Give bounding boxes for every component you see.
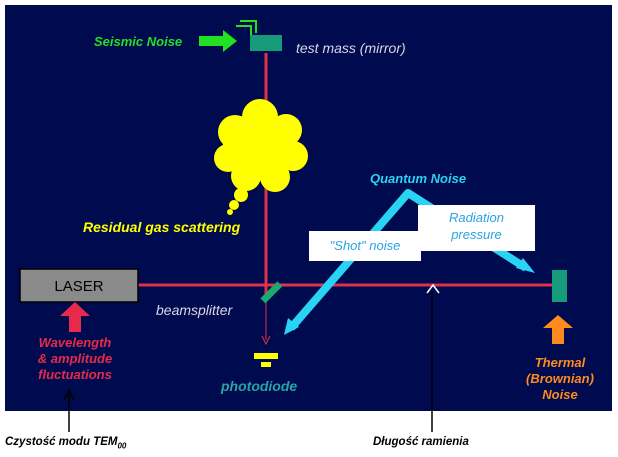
thermal-label-line3: Noise [542, 387, 577, 402]
radiation-pressure-line2: pressure [451, 227, 502, 242]
end-test-mass [552, 270, 567, 302]
beamsplitter-plate [260, 281, 283, 304]
photodiode-icon [254, 353, 278, 367]
diagram-panel: Seismic Noise test mass (mirror) Residua… [5, 5, 612, 411]
residual-gas-label: Residual gas scattering [83, 219, 241, 235]
radiation-pressure-line1: Radiation [449, 210, 504, 225]
tem-mode-caption-text: Czystość modu TEM [5, 436, 118, 448]
beamsplitter-label: beamsplitter [156, 302, 234, 318]
photodiode-beam-arrowhead [261, 335, 271, 346]
thermal-label-line1: Thermal [535, 355, 586, 370]
quantum-noise-label: Quantum Noise [370, 171, 466, 186]
tem-mode-subscript: 00 [117, 441, 127, 451]
wavelength-arrow-icon [60, 302, 90, 332]
wavelength-label-line1: Wavelength [39, 335, 112, 350]
seismic-arrow-icon [199, 20, 257, 52]
wavelength-label-line3: fluctuations [38, 367, 112, 382]
thermal-label-line2: (Brownian) [526, 371, 594, 386]
laser-box [19, 268, 139, 303]
arm-length-caption-text: Długość ramienia [373, 436, 469, 448]
test-mass-label: test mass (mirror) [296, 40, 406, 56]
gas-cloud-icon [214, 99, 308, 215]
arm-direction-arrow [426, 283, 440, 294]
seismic-noise-label: Seismic Noise [94, 34, 182, 49]
wavelength-label-line2: & amplitude [38, 351, 112, 366]
test-mass-mirror [250, 35, 282, 51]
interferometer-diagram: Seismic Noise test mass (mirror) Residua… [19, 20, 594, 402]
shot-noise-label: "Shot" noise [329, 238, 401, 253]
laser-label: LASER [54, 278, 103, 295]
photodiode-label: photodiode [220, 378, 297, 394]
tem-mode-caption: Czystość modu TEM00 [5, 436, 126, 450]
shot-noise-arrowhead [284, 318, 299, 335]
shot-noise-box: "Shot" noise [309, 231, 421, 261]
arm-length-caption: Długość ramienia [373, 436, 469, 448]
thermal-arrow-icon [543, 315, 573, 344]
radiation-pressure-box: Radiation pressure [418, 205, 535, 251]
radiation-pressure-arrowhead [516, 258, 535, 273]
